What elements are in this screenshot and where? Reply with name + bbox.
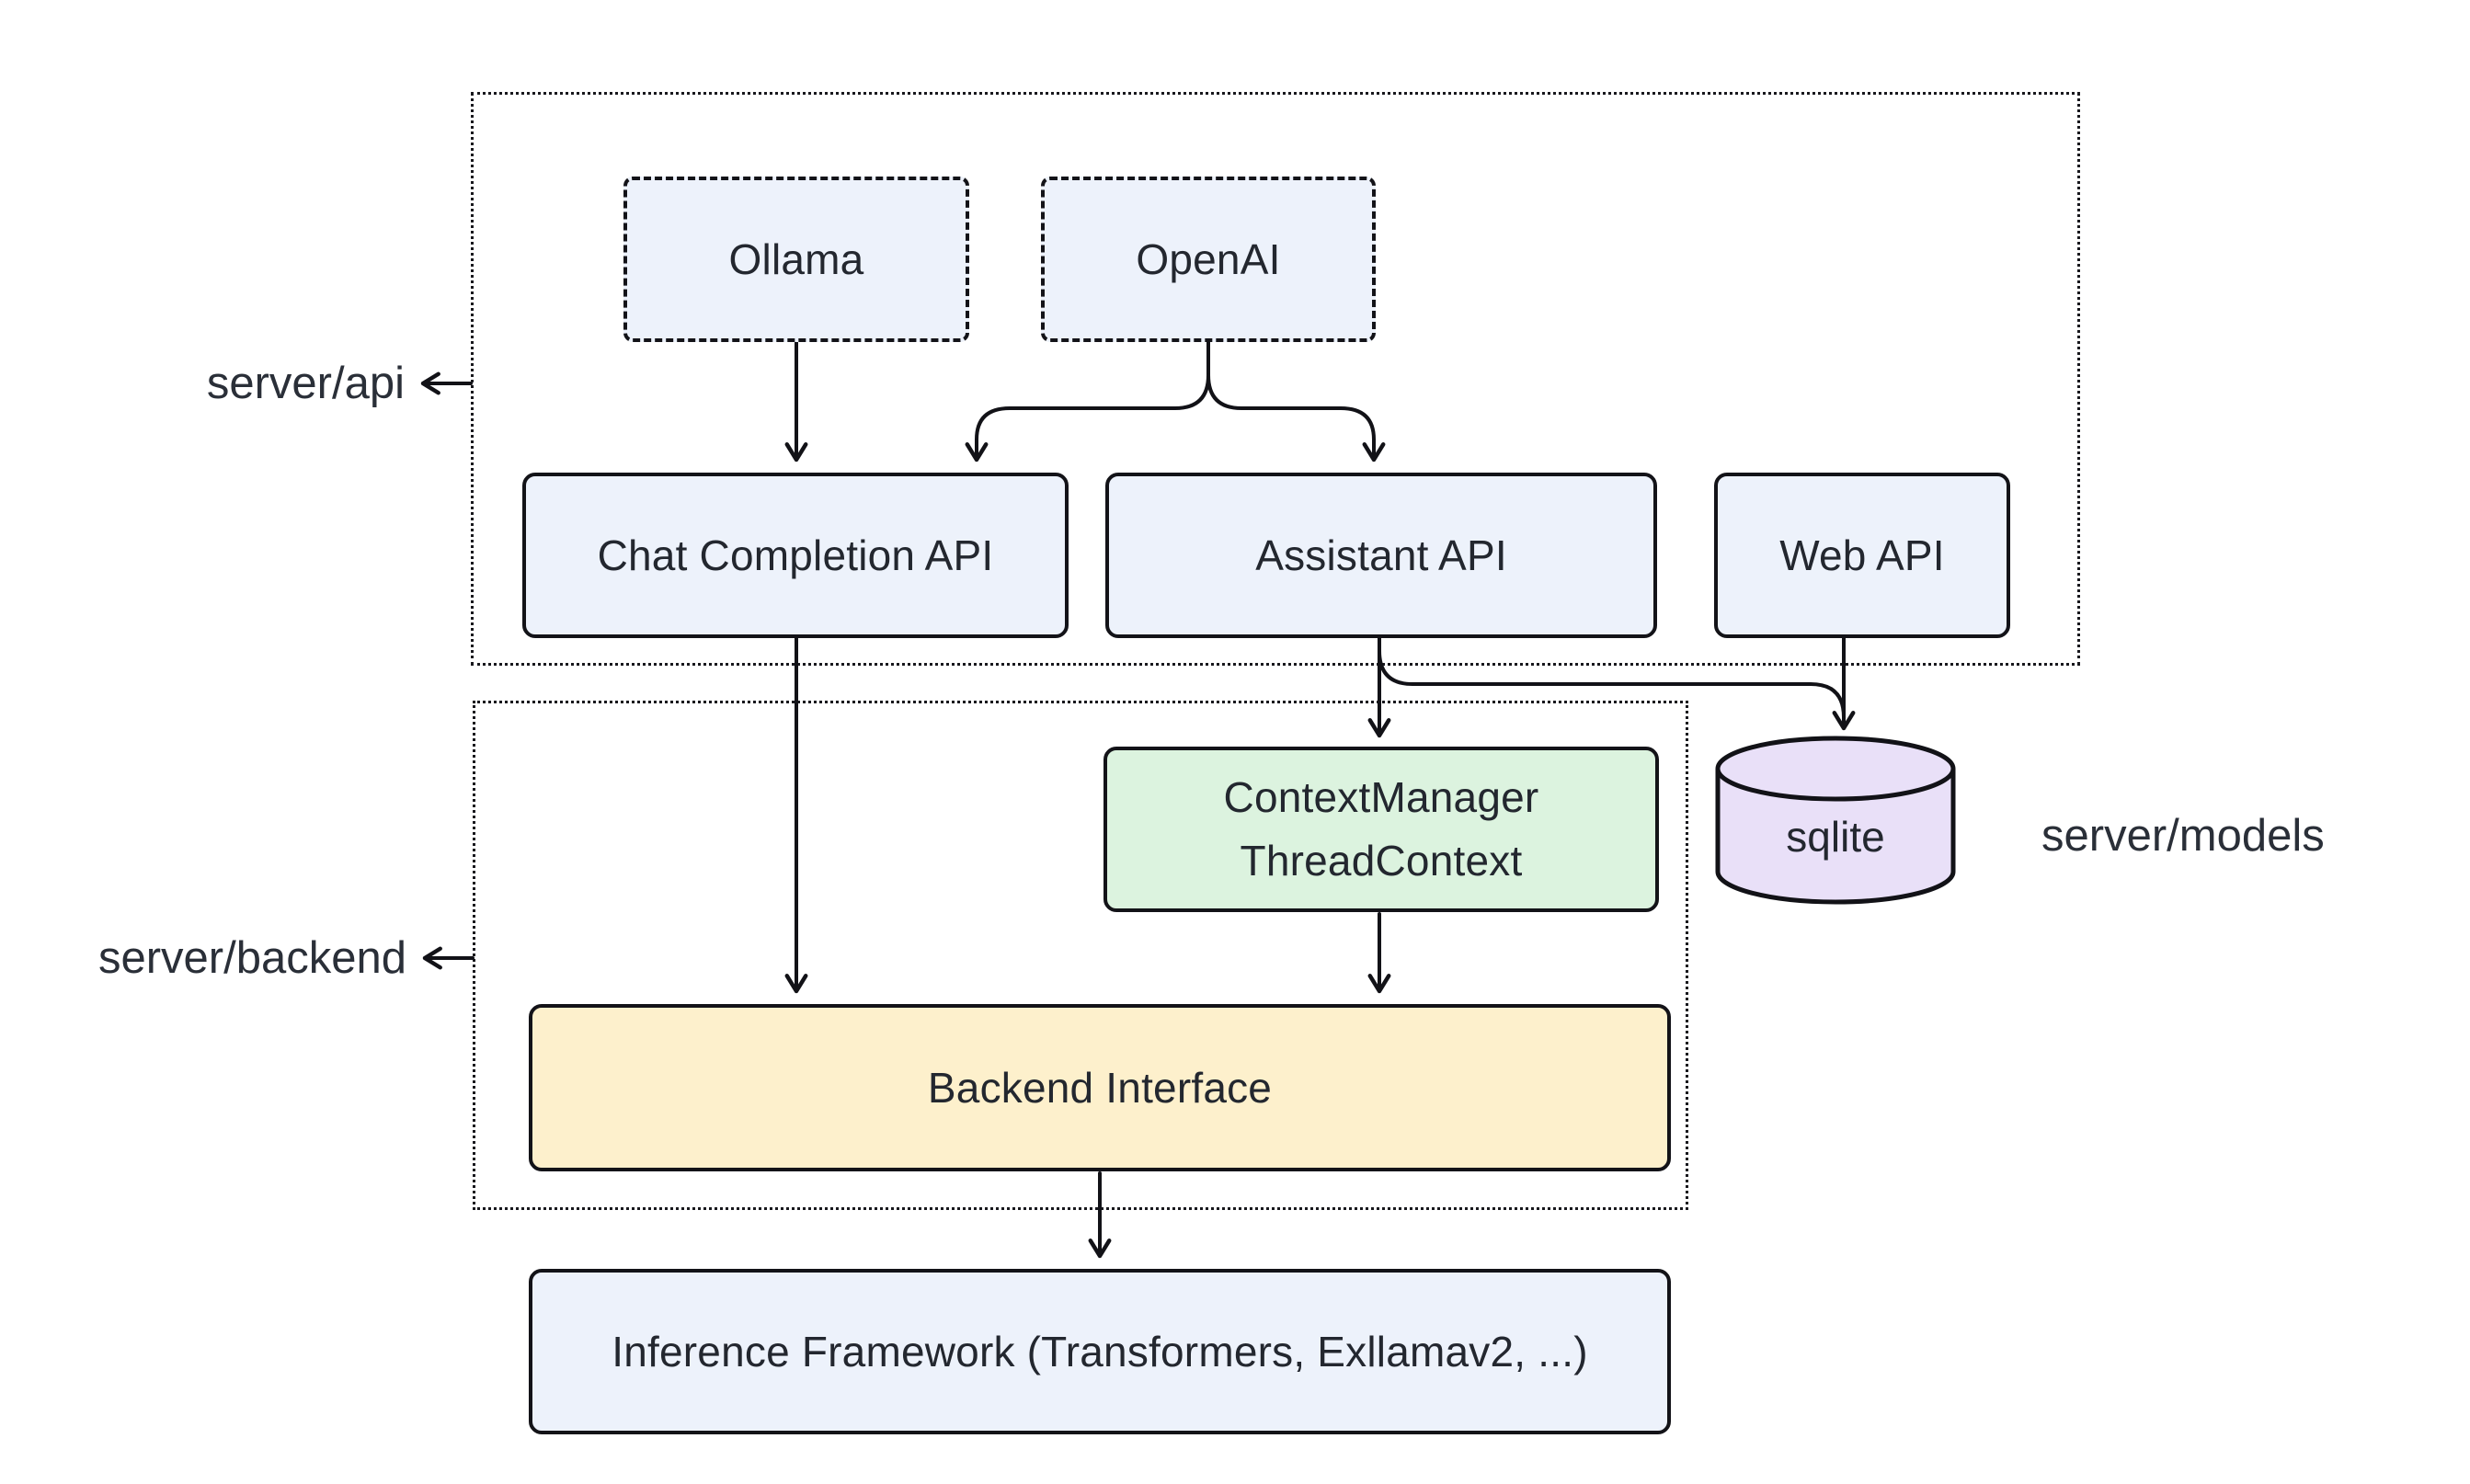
node-backend-interface-label: Backend Interface — [927, 1063, 1273, 1112]
node-web-api-label: Web API — [1779, 531, 1945, 579]
node-assistant-api: Assistant API — [1105, 473, 1657, 638]
label-server-backend: server/backend — [97, 933, 406, 983]
node-context-manager-line2: ThreadContext — [1240, 837, 1523, 885]
node-openai: OpenAI — [1041, 177, 1376, 342]
node-web-api: Web API — [1714, 473, 2010, 638]
node-backend-interface: Backend Interface — [529, 1004, 1671, 1171]
node-context-manager-line1: ContextManager — [1223, 773, 1539, 821]
node-inference-framework: Inference Framework (Transformers, Exlla… — [529, 1269, 1671, 1434]
group-server-api — [471, 92, 2080, 666]
node-assistant-api-label: Assistant API — [1255, 531, 1507, 579]
node-ollama-label: Ollama — [728, 234, 864, 283]
label-server-models: server/models — [2041, 811, 2325, 861]
node-context-manager: ContextManager ThreadContext — [1103, 747, 1659, 912]
node-chat-completion-api-label: Chat Completion API — [597, 531, 994, 579]
node-chat-completion-api: Chat Completion API — [522, 473, 1069, 638]
node-inference-framework-label: Inference Framework (Transformers, Exlla… — [612, 1327, 1588, 1376]
group-server-backend — [473, 701, 1688, 1210]
node-openai-label: OpenAI — [1136, 234, 1281, 283]
node-sqlite-label: sqlite — [1786, 813, 1885, 861]
label-server-api: server/api — [206, 359, 405, 408]
node-ollama: Ollama — [623, 177, 969, 342]
